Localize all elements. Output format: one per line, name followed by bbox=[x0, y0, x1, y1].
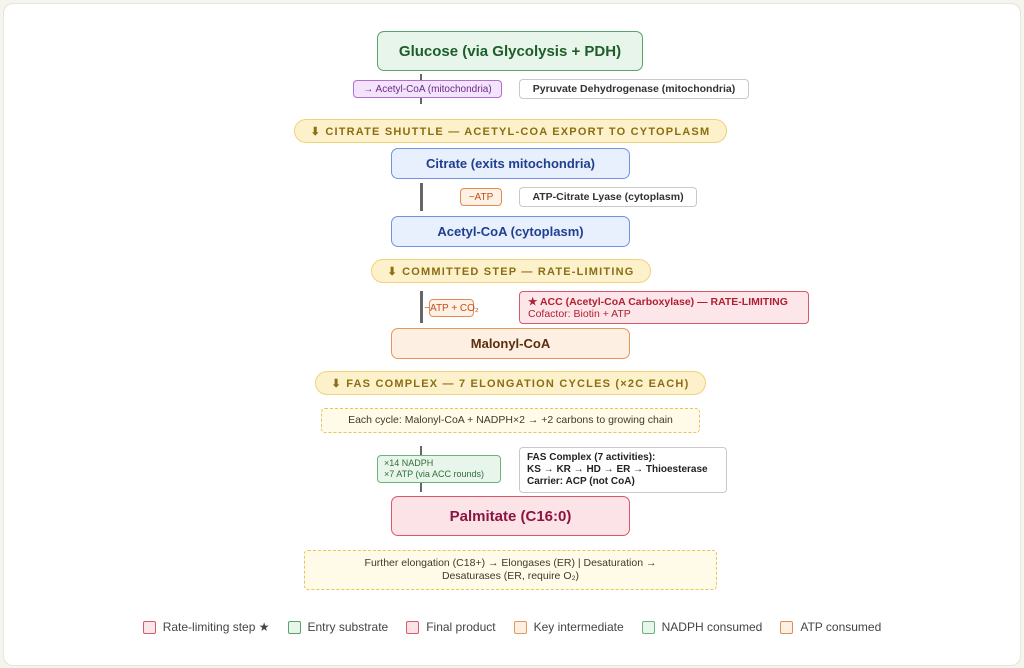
legend-label: NADPH consumed bbox=[661, 620, 763, 634]
legend-swatch bbox=[513, 620, 527, 634]
nadph-line: ×14 NADPH bbox=[384, 458, 434, 468]
connector-line bbox=[420, 291, 423, 323]
node-palmitate: Palmitate (C16:0) bbox=[391, 496, 630, 536]
further-line-1: Further elongation (C18+) → Elongases (E… bbox=[364, 557, 657, 569]
legend: Rate-limiting step ★ Entry substrate Fin… bbox=[0, 620, 1024, 634]
legend-label: Rate-limiting step ★ bbox=[162, 620, 270, 634]
enzyme-atp-citrate-lyase: ATP-Citrate Lyase (cytoplasm) bbox=[519, 187, 697, 207]
tag-acetyl-coa-mitochondria: → Acetyl-CoA (mitochondria) bbox=[353, 80, 502, 98]
banner-committed-step: ⬇ COMMITTED STEP — RATE-LIMITING bbox=[371, 259, 651, 283]
tag-atp-consumed: −ATP bbox=[460, 188, 502, 206]
legend-swatch bbox=[406, 620, 420, 634]
enzyme-acc-rate-limiting: ★ ACC (Acetyl-CoA Carboxylase) — RATE-LI… bbox=[519, 291, 809, 324]
tag-atp-co2-consumed: −ATP + CO₂ bbox=[424, 299, 479, 317]
node-citrate: Citrate (exits mitochondria) bbox=[391, 148, 630, 179]
enzyme-pdh: Pyruvate Dehydrogenase (mitochondria) bbox=[519, 79, 749, 99]
legend-swatch bbox=[641, 620, 655, 634]
legend-label: Entry substrate bbox=[307, 620, 389, 634]
legend-swatch bbox=[780, 620, 794, 634]
enzyme-fas-complex: FAS Complex (7 activities): KS → KR → HD… bbox=[519, 447, 727, 493]
legend-item-key-intermediate: Key intermediate bbox=[513, 620, 624, 634]
node-acetyl-coa-cytoplasm: Acetyl-CoA (cytoplasm) bbox=[391, 216, 630, 247]
fas-title: FAS Complex (7 activities): bbox=[527, 452, 656, 463]
legend-label: ATP consumed bbox=[800, 620, 882, 634]
node-malonyl-coa: Malonyl-CoA bbox=[391, 328, 630, 359]
further-line-2: Desaturases (ER, require O₂) bbox=[441, 570, 580, 582]
legend-item-nadph-consumed: NADPH consumed bbox=[641, 620, 763, 634]
legend-item-atp-consumed: ATP consumed bbox=[780, 620, 881, 634]
fas-activities: KS → KR → HD → ER → Thioesterase bbox=[527, 464, 708, 475]
legend-item-rate-limiting: Rate-limiting step ★ bbox=[142, 620, 270, 634]
banner-citrate-shuttle: ⬇ CITRATE SHUTTLE — ACETYL-COA EXPORT TO… bbox=[294, 119, 727, 143]
fas-carrier: Carrier: ACP (not CoA) bbox=[527, 476, 635, 487]
banner-fas-complex: ⬇ FAS COMPLEX — 7 ELONGATION CYCLES (×2C… bbox=[315, 371, 706, 395]
legend-item-final-product: Final product bbox=[406, 620, 496, 634]
tag-nadph-consumed: ×14 NADPH ×7 ATP (via ACC rounds) bbox=[377, 455, 501, 483]
legend-label: Key intermediate bbox=[533, 620, 624, 634]
note-each-cycle: Each cycle: Malonyl-CoA + NADPH×2 → +2 c… bbox=[321, 408, 700, 433]
legend-item-entry-substrate: Entry substrate bbox=[287, 620, 389, 634]
legend-label: Final product bbox=[426, 620, 496, 634]
atp-rounds-line: ×7 ATP (via ACC rounds) bbox=[384, 469, 484, 479]
legend-swatch bbox=[287, 620, 301, 634]
legend-swatch bbox=[142, 620, 156, 634]
acc-title: ★ ACC (Acetyl-CoA Carboxylase) — RATE-LI… bbox=[528, 296, 788, 308]
node-glucose: Glucose (via Glycolysis + PDH) bbox=[377, 31, 643, 71]
connector-line bbox=[420, 183, 423, 211]
acc-cofactor: Cofactor: Biotin + ATP bbox=[528, 308, 631, 320]
note-further-elongation: Further elongation (C18+) → Elongases (E… bbox=[304, 550, 717, 590]
